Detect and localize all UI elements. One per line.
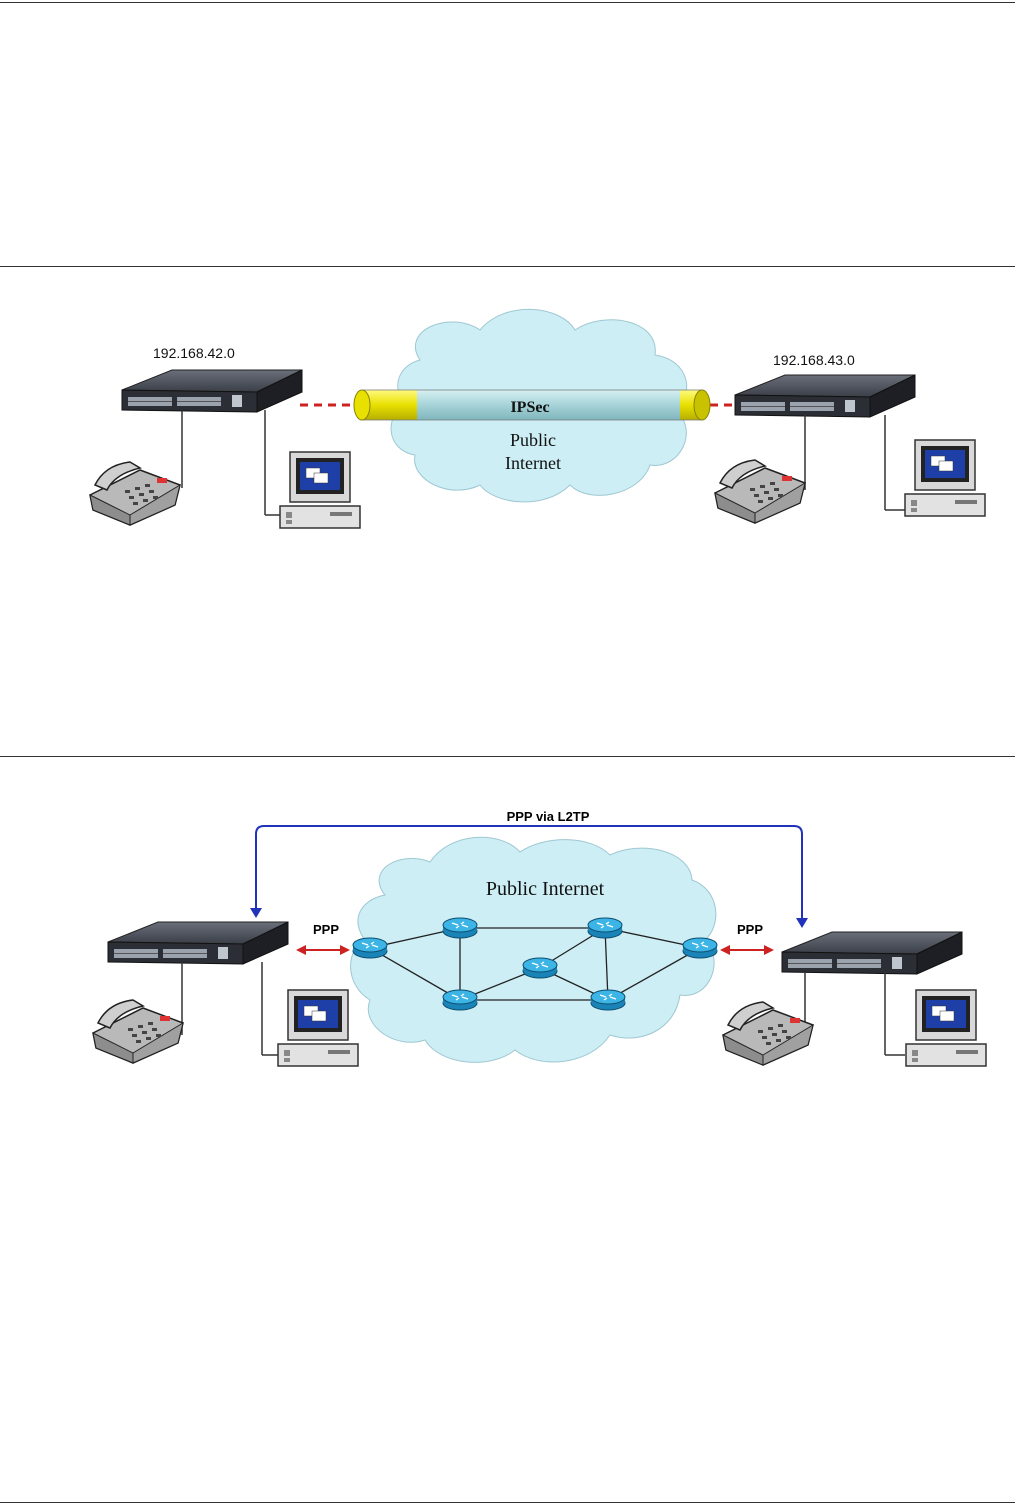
ipsec-diagram: IPSec Public Internet 192.168.42.0 192.1… [89,308,986,529]
left-phone [89,461,181,526]
router-7 [682,937,718,959]
l2tp-tunnel-arrow [255,825,803,918]
network-label-left: 192.168.42.0 [153,345,235,361]
right-phone [714,459,806,524]
ipsec-label: IPSec [510,399,549,416]
right-phone-2 [722,1001,814,1066]
right-computer-2 [905,989,987,1067]
right-switch [734,374,916,418]
router-6 [590,989,626,1011]
cloud-label-line1: Public [510,430,556,450]
ppp-arrow-right [720,945,774,955]
network-label-right: 192.168.43.0 [773,352,855,368]
public-internet-cloud-2 [350,836,717,1063]
ipsec-tunnel [353,389,711,421]
cloud-label-2: Public Internet [486,878,605,900]
bottom-rule [0,1502,1015,1503]
l2tp-diagram: PPP via L2TP Public Internet [92,809,987,1067]
left-computer-2 [277,989,359,1067]
router-4 [522,957,558,979]
left-computer [279,451,361,529]
ppp-arrow-left [296,945,350,955]
left-phone-2 [92,999,184,1064]
right-switch-2 [781,931,963,975]
router-1 [352,937,388,959]
section-rule-1 [0,266,1015,267]
left-switch-2 [107,921,289,965]
top-rule [0,2,1015,3]
l2tp-label: PPP via L2TP [507,809,590,824]
ppp-label-right: PPP [737,922,763,937]
router-5 [587,917,623,939]
right-computer [904,439,986,517]
ppp-label-left: PPP [313,922,339,937]
router-2 [442,917,478,939]
cloud-label-line2: Internet [505,453,561,473]
section-rule-2 [0,756,1015,757]
router-3 [442,989,478,1011]
left-switch [121,369,303,413]
